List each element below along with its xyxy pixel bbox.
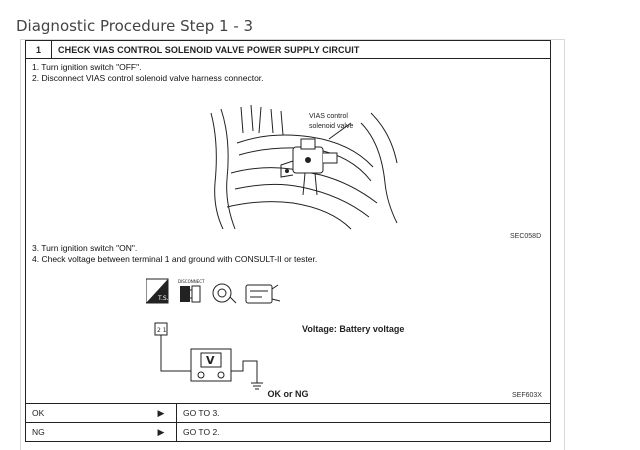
arrow-icon: ▶: [157, 426, 165, 437]
figure2-code: SEF603X: [512, 392, 542, 399]
voltage-label: Voltage: Battery voltage: [302, 324, 405, 334]
consult-icon: [212, 283, 237, 304]
instruction-3: 3. Turn ignition switch "ON".: [32, 243, 138, 253]
disconnect-icon: DISCONNECT: [178, 279, 205, 303]
solenoid-callout-line2: solenoid valve: [309, 123, 354, 130]
ground-icon: [251, 382, 263, 390]
procedure-table: 1 CHECK VIAS CONTROL SOLENOID VALVE POWE…: [25, 40, 551, 404]
tester-icon: [245, 284, 281, 304]
tool-icons: T.S. DISCONNECT: [146, 278, 281, 304]
result-action: GO TO 2.: [176, 423, 550, 441]
meter-letter: V: [206, 354, 215, 367]
result-row-ok: OK ▶ GO TO 3.: [26, 404, 550, 422]
figure1-code: SEC058D: [510, 233, 542, 240]
disconnect-icon-text: DISCONNECT: [178, 279, 205, 284]
engine-solenoid-illustration: [210, 104, 398, 230]
step-title: CHECK VIAS CONTROL SOLENOID VALVE POWER …: [58, 44, 360, 55]
result-heading: OK or NG: [267, 389, 309, 399]
ts-icon-text: T.S.: [157, 295, 169, 302]
ts-icon: T.S.: [146, 278, 169, 304]
solenoid-callout-line1: VIAS control: [309, 113, 348, 120]
procedure-header: 1 CHECK VIAS CONTROL SOLENOID VALVE POWE…: [26, 41, 550, 59]
instruction-1: 1. Turn ignition switch "OFF".: [32, 62, 142, 72]
page-title: Diagnostic Procedure Step 1 - 3: [16, 17, 254, 35]
instruction-2: 2. Disconnect VIAS control solenoid valv…: [32, 73, 264, 83]
instruction-4: 4. Check voltage between terminal 1 and …: [32, 254, 318, 264]
voltage-circuit-diagram: 2 1 V: [154, 322, 263, 390]
procedure-body: 1. Turn ignition switch "OFF". 2. Discon…: [26, 59, 550, 402]
result-row-ng: NG ▶ GO TO 2.: [26, 422, 550, 441]
content-panel: [20, 39, 565, 450]
result-label: OK: [32, 408, 45, 418]
result-label: NG: [32, 427, 45, 437]
connector-label: 2 1: [157, 327, 167, 334]
step-number: 1: [26, 41, 52, 58]
result-action: GO TO 3.: [176, 404, 550, 422]
results-table: OK ▶ GO TO 3. NG ▶ GO TO 2.: [25, 403, 551, 442]
arrow-icon: ▶: [157, 407, 165, 418]
